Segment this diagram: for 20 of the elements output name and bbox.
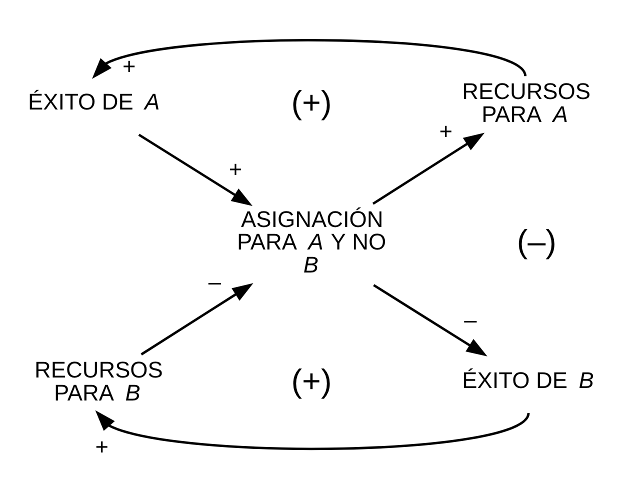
- node-text: ASIGNACIÓN PARA A Y NO B: [236, 206, 386, 278]
- arrow: [140, 283, 254, 356]
- edge-label: +: [228, 156, 242, 182]
- arrow: [92, 39, 526, 79]
- node-text: RECURSOS PARA A: [462, 78, 591, 127]
- label: (–): [516, 224, 556, 260]
- edge-label: +: [439, 118, 453, 144]
- label: (+): [291, 362, 332, 399]
- arrow: [95, 410, 530, 450]
- node-text: ÉXITO DE A: [28, 88, 160, 115]
- node-text: RECURSOS PARA B: [34, 356, 163, 406]
- node-text: ÉXITO DE B: [462, 367, 594, 394]
- edge-label: –: [208, 268, 221, 295]
- edge-label: –: [464, 306, 477, 333]
- label: (+): [291, 84, 332, 120]
- edge-label: +: [95, 433, 108, 460]
- edge-label: +: [122, 52, 136, 79]
- arrow: [372, 132, 485, 205]
- arrow: [373, 284, 488, 356]
- arrow: [138, 134, 253, 206]
